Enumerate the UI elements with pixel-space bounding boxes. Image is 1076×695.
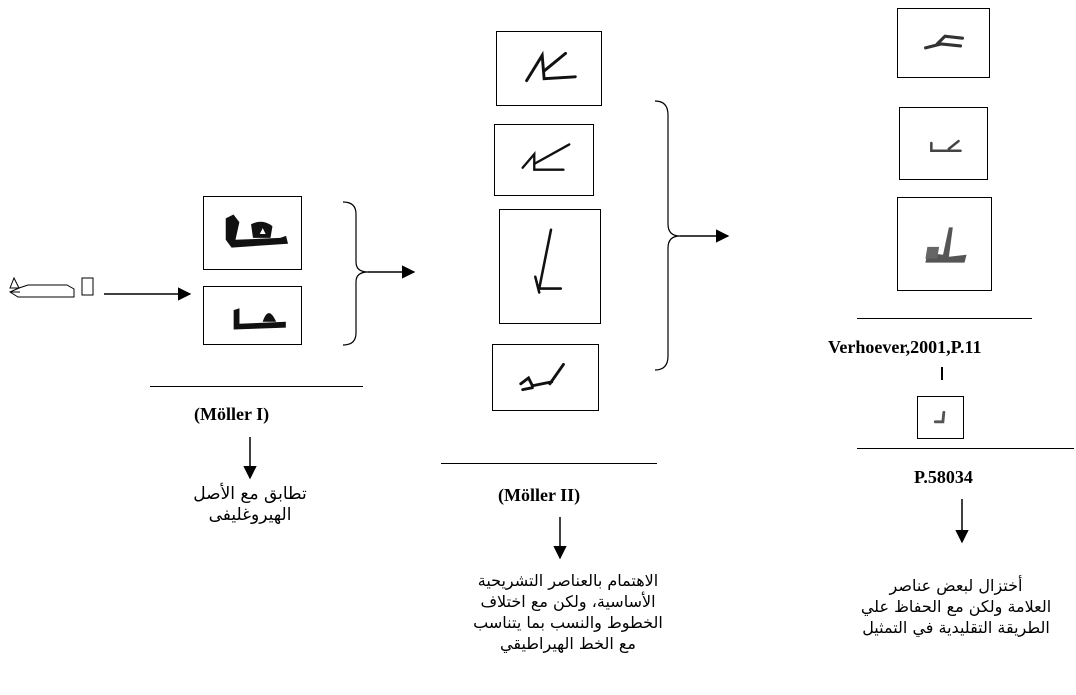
hieratic-sign-icon <box>525 50 577 83</box>
hieroglyph-sign-icon <box>8 276 94 298</box>
description-line: الخطوط والنسب بما يتناسب <box>473 613 663 632</box>
late-sign-c <box>897 197 992 291</box>
moller-2-sign-c <box>499 209 601 324</box>
hieratic-sign-icon <box>521 143 571 171</box>
late-divider-bottom <box>857 448 1074 449</box>
moller-2-sign-b <box>494 124 594 196</box>
late-sign-a <box>897 8 990 78</box>
late-divider-top <box>857 318 1032 319</box>
late-source-label-primary: Verhoever,2001,P.11 <box>828 337 982 357</box>
description-line: الاهتمام بالعناصر التشريحية <box>477 571 659 590</box>
late-sign-b <box>899 107 988 180</box>
description-line: العلامة ولكن مع الحفاظ علي <box>860 597 1052 616</box>
description-line: الطريقة التقليدية في التمثيل <box>862 618 1050 637</box>
hieratic-sign-icon <box>933 410 946 424</box>
moller-2-sign-d <box>492 344 599 411</box>
moller-2-source-label: (Möller II) <box>498 485 581 505</box>
late-source-label-secondary: P.58034 <box>914 467 973 487</box>
hieratic-sign-icon <box>233 308 286 330</box>
curly-brace-icon <box>654 100 681 371</box>
hieratic-sign-icon <box>534 228 563 294</box>
moller-1-divider <box>150 386 363 387</box>
description-line: الأساسية، ولكن مع اختلاف <box>480 592 656 611</box>
moller-1-source-label: (Möller I) <box>194 404 270 424</box>
hieratic-sign-icon <box>519 362 565 392</box>
moller-1-description: تطابق مع الأصل الهيروغليفى <box>150 484 350 526</box>
moller-2-sign-a <box>496 31 602 106</box>
moller-2-divider <box>441 463 657 464</box>
moller-1-sign-a <box>203 196 302 270</box>
description-line: مع الخط الهيراطيقي <box>500 634 636 653</box>
hieratic-sign-icon <box>923 34 964 50</box>
moller-2-description: الاهتمام بالعناصر التشريحية الأساسية، ول… <box>418 570 718 654</box>
late-sign-d <box>917 396 964 439</box>
curly-brace-icon <box>342 201 369 346</box>
moller-1-sign-b <box>203 286 302 345</box>
hieratic-sign-icon <box>925 227 967 263</box>
description-line: أختزال لبعض عناصر <box>889 576 1023 595</box>
description-line: الهيروغليفى <box>208 505 292 525</box>
hieratic-sign-icon <box>225 214 289 248</box>
description-line: تطابق مع الأصل <box>193 484 307 504</box>
late-description: أختزال لبعض عناصر العلامة ولكن مع الحفاظ… <box>836 575 1076 638</box>
hieratic-sign-icon <box>930 139 962 153</box>
